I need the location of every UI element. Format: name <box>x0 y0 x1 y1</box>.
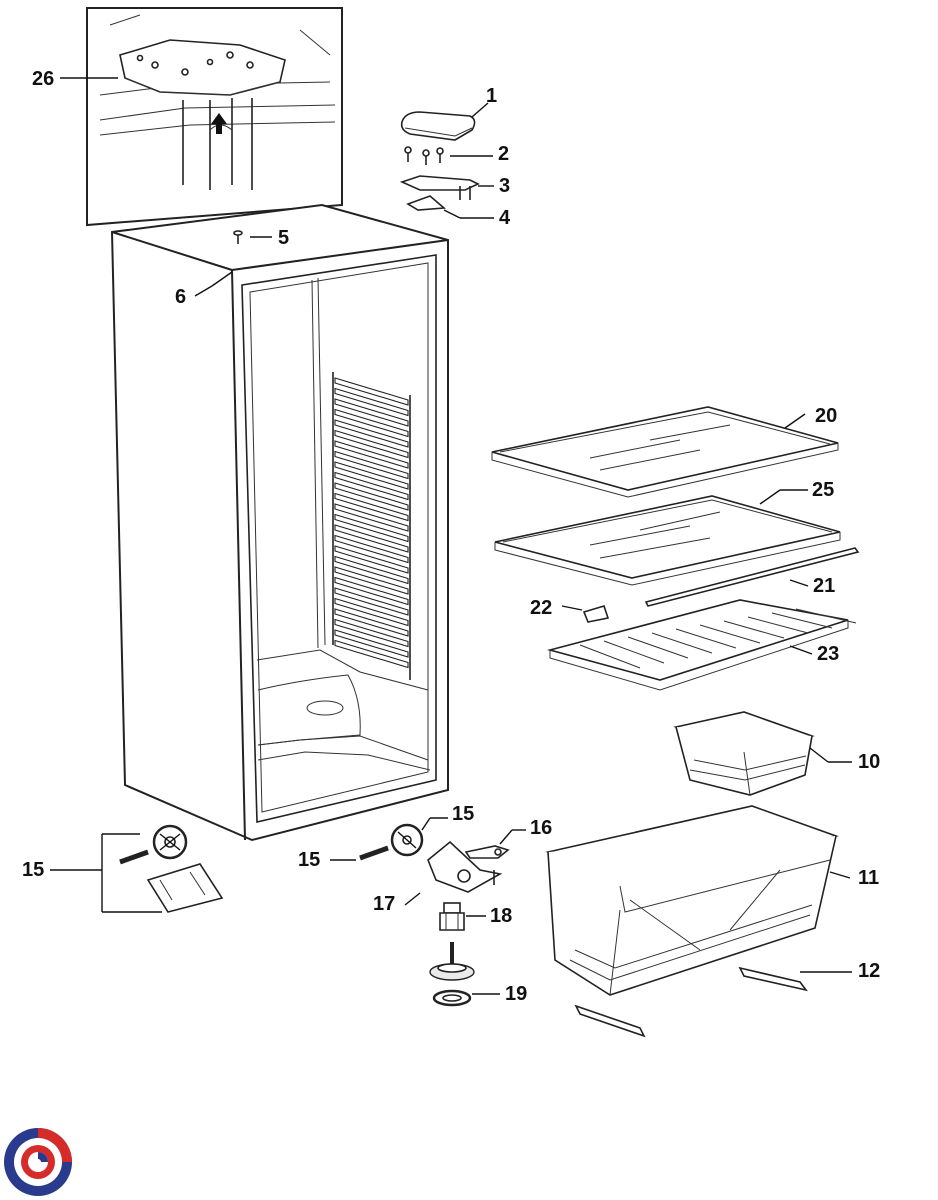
inset-detail-box <box>60 7 343 227</box>
evaporator-fins <box>334 377 409 669</box>
crisper-cover <box>546 599 857 691</box>
label-26: 26 <box>32 68 54 90</box>
crisper-drawer <box>545 805 839 996</box>
label-11: 11 <box>858 867 879 889</box>
hinge-cover <box>400 111 476 141</box>
shelf-clip <box>582 605 610 623</box>
brand-logo <box>4 1128 72 1196</box>
label-22: 22 <box>530 597 552 619</box>
label-3: 3 <box>499 175 510 197</box>
label-25: 25 <box>812 479 834 501</box>
label-19: 19 <box>505 983 527 1005</box>
glass-shelf-upper <box>491 406 839 498</box>
axle-pin-left <box>119 849 149 865</box>
label-17: 17 <box>373 893 395 915</box>
label-15-left: 15 <box>22 859 44 881</box>
wheel-right <box>390 823 424 857</box>
label-15-top: 15 <box>452 803 474 825</box>
hinge-bracket <box>399 175 480 200</box>
drawer-runner-right <box>738 966 808 992</box>
label-2: 2 <box>498 143 509 165</box>
label-6: 6 <box>175 286 186 308</box>
glass-shelf-lower <box>494 495 841 586</box>
threaded-bushing <box>439 902 465 931</box>
label-12: 12 <box>858 960 880 982</box>
foot-bracket <box>146 863 224 913</box>
shelf-trim <box>644 547 860 607</box>
label-21: 21 <box>813 575 835 597</box>
axle-pin-right <box>359 845 389 861</box>
drawer-runner-left <box>574 1004 646 1038</box>
label-10: 10 <box>858 751 880 773</box>
cabinet <box>110 203 449 842</box>
label-23: 23 <box>817 643 839 665</box>
label-18: 18 <box>490 905 512 927</box>
screws <box>404 146 444 165</box>
small-basket <box>673 711 815 796</box>
foot-bracket-right <box>427 840 503 893</box>
adjust-lever <box>464 845 510 859</box>
levelling-foot <box>429 942 475 1007</box>
wheel-left <box>152 824 188 860</box>
shim <box>406 195 446 211</box>
label-20: 20 <box>815 405 837 427</box>
label-5: 5 <box>278 227 289 249</box>
up-arrow-icon <box>211 113 227 134</box>
label-4: 4 <box>499 207 511 229</box>
label-16: 16 <box>530 817 552 839</box>
label-15-mid: 15 <box>298 849 320 871</box>
label-1: 1 <box>486 85 497 107</box>
